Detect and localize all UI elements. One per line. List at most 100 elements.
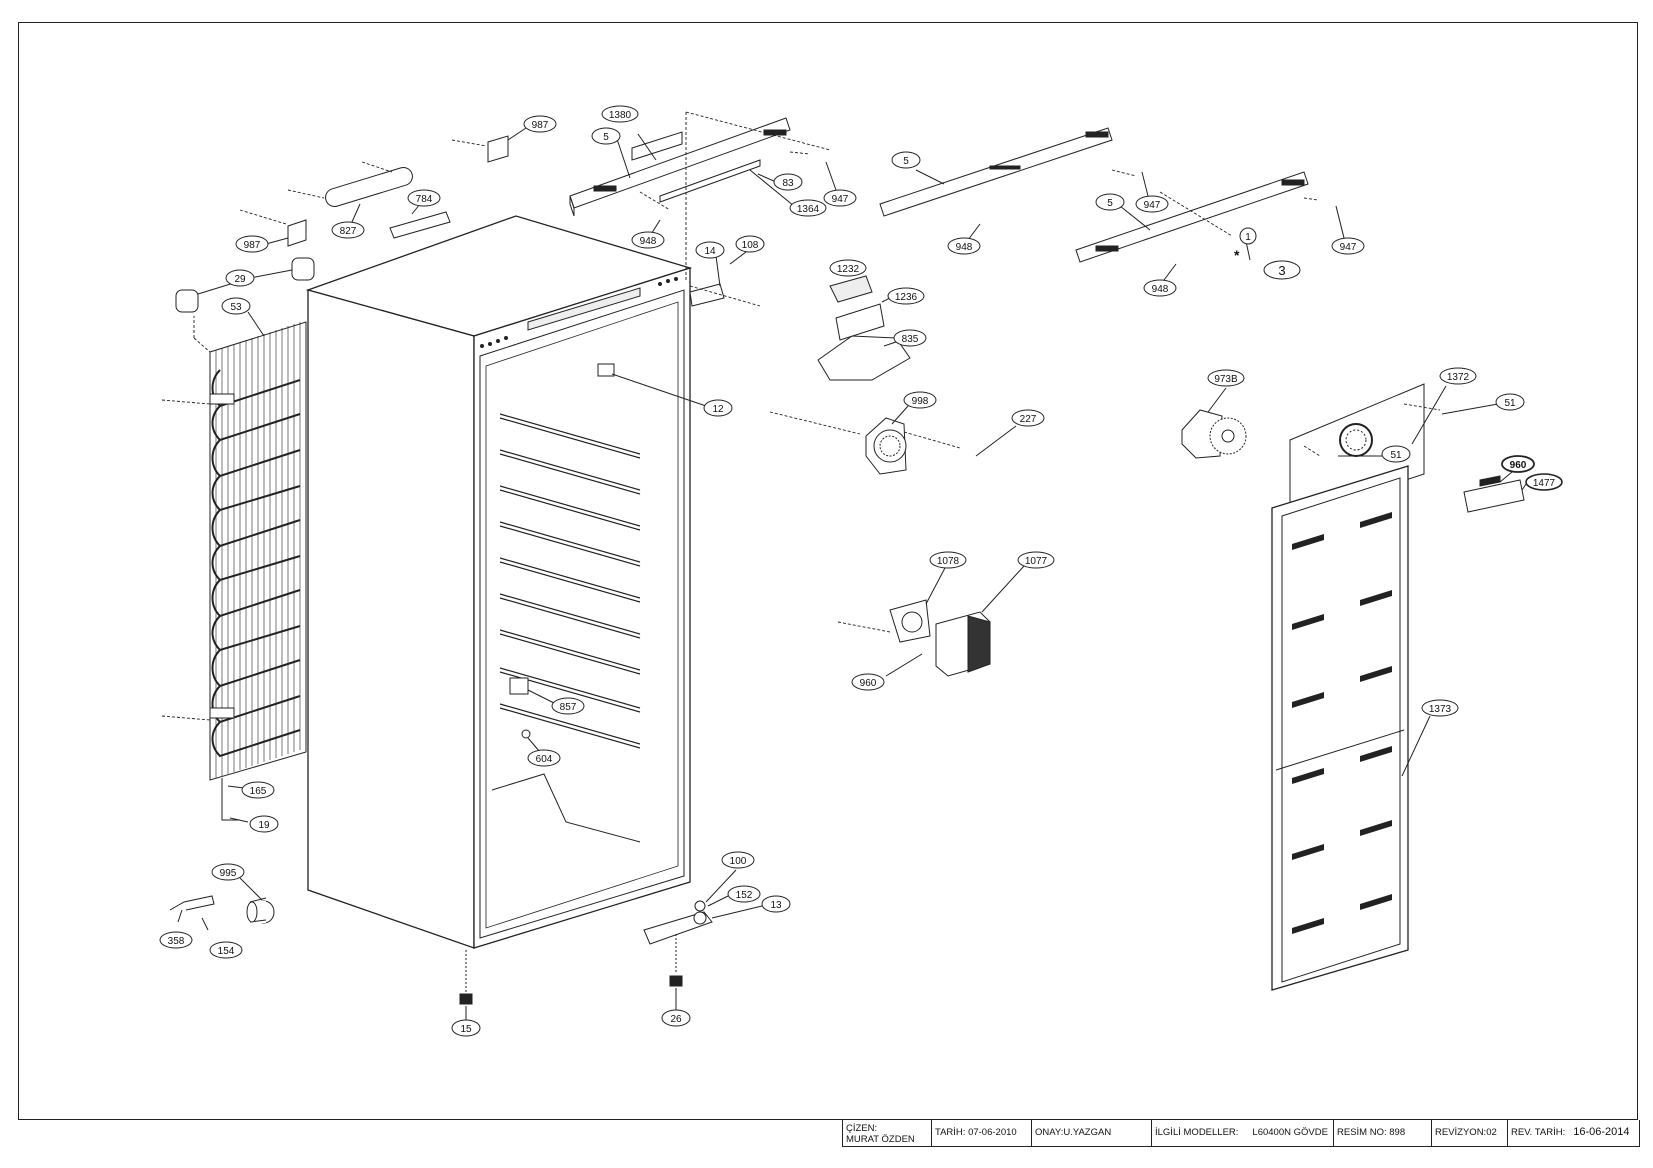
callout-960-b: 960 bbox=[851, 653, 923, 691]
drawn-by-name: MURAT ÖZDEN bbox=[846, 1134, 915, 1145]
svg-text:827: 827 bbox=[340, 226, 357, 237]
revision-cell: REVİZYON:02 bbox=[1431, 1120, 1507, 1146]
svg-text:29: 29 bbox=[234, 274, 246, 285]
revision-date-label: REV. TARİH: bbox=[1511, 1127, 1566, 1138]
svg-text:100: 100 bbox=[730, 856, 747, 867]
drawing-sheet-border bbox=[18, 22, 1638, 1120]
fan-1078-with-cover-1077 bbox=[889, 599, 991, 677]
callout-987-a: 987 bbox=[507, 115, 557, 141]
callout-154: 154 bbox=[201, 917, 243, 959]
svg-text:26: 26 bbox=[670, 1014, 682, 1025]
callout-827: 827 bbox=[331, 203, 365, 239]
callout-51-b: 51 bbox=[1338, 445, 1411, 463]
svg-text:948: 948 bbox=[956, 242, 973, 253]
light-switch-1477 bbox=[1463, 475, 1525, 513]
part-callouts: 1380 5 987 784 827 987 29 53 83 1364 947… bbox=[159, 105, 1563, 1037]
svg-text:51: 51 bbox=[1504, 398, 1516, 409]
callout-948-c: 948 bbox=[1143, 263, 1177, 297]
thermostat-housing-835 bbox=[817, 275, 911, 381]
callout-1232: 1232 bbox=[829, 259, 867, 277]
svg-text:15: 15 bbox=[460, 1024, 472, 1035]
callout-152: 152 bbox=[707, 885, 761, 907]
callout-26: 26 bbox=[661, 988, 691, 1027]
svg-text:13: 13 bbox=[770, 900, 782, 911]
svg-text:1077: 1077 bbox=[1025, 556, 1048, 567]
exploded-parts-diagram: 1380 5 987 784 827 987 29 53 83 1364 947… bbox=[159, 105, 1563, 1037]
hinge-13 bbox=[643, 900, 713, 945]
svg-text:947: 947 bbox=[1144, 200, 1161, 211]
svg-text:1477: 1477 bbox=[1533, 478, 1556, 489]
callout-1236: 1236 bbox=[881, 287, 925, 305]
svg-text:14: 14 bbox=[704, 246, 716, 257]
svg-text:987: 987 bbox=[244, 240, 261, 251]
callout-857: 857 bbox=[527, 689, 585, 715]
svg-text:53: 53 bbox=[230, 302, 242, 313]
fan-motor-973b bbox=[1181, 409, 1247, 459]
callout-1380: 1380 bbox=[601, 105, 657, 161]
door-handles-987-827 bbox=[175, 135, 509, 313]
title-block: ÇİZEN: MURAT ÖZDEN TARİH: 07-06-2010 ONA… bbox=[842, 1120, 1640, 1147]
related-model: L60400N GÖVDE bbox=[1252, 1127, 1328, 1138]
callout-83: 83 bbox=[757, 173, 803, 191]
callout-947-c: 947 bbox=[1331, 205, 1365, 255]
svg-text:987: 987 bbox=[532, 120, 549, 131]
rear-inner-panel bbox=[1271, 383, 1425, 991]
revision-date: 16-06-2014 bbox=[1573, 1126, 1630, 1138]
callout-5-c: 5 bbox=[1095, 193, 1151, 231]
callout-1477: 1477 bbox=[1521, 473, 1563, 491]
svg-text:960: 960 bbox=[860, 678, 877, 689]
svg-text:1236: 1236 bbox=[895, 292, 918, 303]
callout-987-b: 987 bbox=[235, 235, 289, 253]
svg-text:604: 604 bbox=[536, 754, 553, 765]
bracket-995-358 bbox=[169, 895, 275, 924]
svg-text:998: 998 bbox=[912, 396, 929, 407]
hinge-14 bbox=[689, 283, 725, 307]
top-rail-1 bbox=[569, 117, 791, 217]
callout-1: 1 bbox=[1239, 227, 1257, 261]
rear-condenser bbox=[209, 321, 307, 821]
svg-text:83: 83 bbox=[782, 178, 794, 189]
svg-text:19: 19 bbox=[258, 820, 270, 831]
callout-960-a: 960 bbox=[1499, 455, 1535, 483]
callout-973b: 973B bbox=[1207, 369, 1245, 413]
callout-1373: 1373 bbox=[1401, 699, 1459, 777]
callout-1077: 1077 bbox=[981, 551, 1055, 613]
approval-cell: ONAY:U.YAZGAN bbox=[1031, 1120, 1151, 1146]
svg-text:1078: 1078 bbox=[937, 556, 960, 567]
top-rail-3 bbox=[1075, 171, 1309, 263]
callout-3: 3 bbox=[1263, 260, 1301, 280]
svg-text:154: 154 bbox=[218, 946, 235, 957]
callout-5-a: 5 bbox=[591, 127, 631, 179]
svg-text:948: 948 bbox=[1152, 284, 1169, 295]
inner-shelf-rails bbox=[499, 413, 641, 749]
top-rail-2 bbox=[879, 127, 1113, 217]
callout-227: 227 bbox=[975, 409, 1045, 457]
svg-text:108: 108 bbox=[742, 240, 759, 251]
svg-text:51: 51 bbox=[1390, 450, 1402, 461]
related-models-label: İLGİLİ MODELLER: bbox=[1155, 1127, 1239, 1138]
svg-text:973B: 973B bbox=[1214, 374, 1238, 385]
callout-14: 14 bbox=[695, 241, 725, 287]
callout-5-b: 5 bbox=[891, 151, 945, 185]
svg-text:5: 5 bbox=[1107, 198, 1113, 209]
callout-29: 29 bbox=[197, 269, 293, 295]
callout-53: 53 bbox=[221, 297, 265, 337]
svg-text:960: 960 bbox=[1510, 460, 1527, 471]
callout-1372: 1372 bbox=[1411, 367, 1477, 445]
callout-165: 165 bbox=[227, 781, 275, 799]
svg-text:1373: 1373 bbox=[1429, 704, 1452, 715]
insertion-guide-lines bbox=[161, 111, 1441, 721]
revision-date-cell: REV. TARİH: 16-06-2014 bbox=[1507, 1120, 1639, 1146]
svg-text:5: 5 bbox=[903, 156, 909, 167]
callout-604: 604 bbox=[527, 737, 561, 767]
svg-text:1364: 1364 bbox=[797, 204, 820, 215]
callout-995: 995 bbox=[211, 863, 263, 901]
svg-text:5: 5 bbox=[603, 132, 609, 143]
svg-text:784: 784 bbox=[416, 194, 433, 205]
svg-text:948: 948 bbox=[640, 236, 657, 247]
callout-19: 19 bbox=[229, 815, 279, 833]
svg-text:12: 12 bbox=[712, 404, 724, 415]
callout-358: 358 bbox=[159, 909, 193, 949]
svg-text:857: 857 bbox=[560, 702, 577, 713]
callout-12: 12 bbox=[611, 373, 733, 417]
